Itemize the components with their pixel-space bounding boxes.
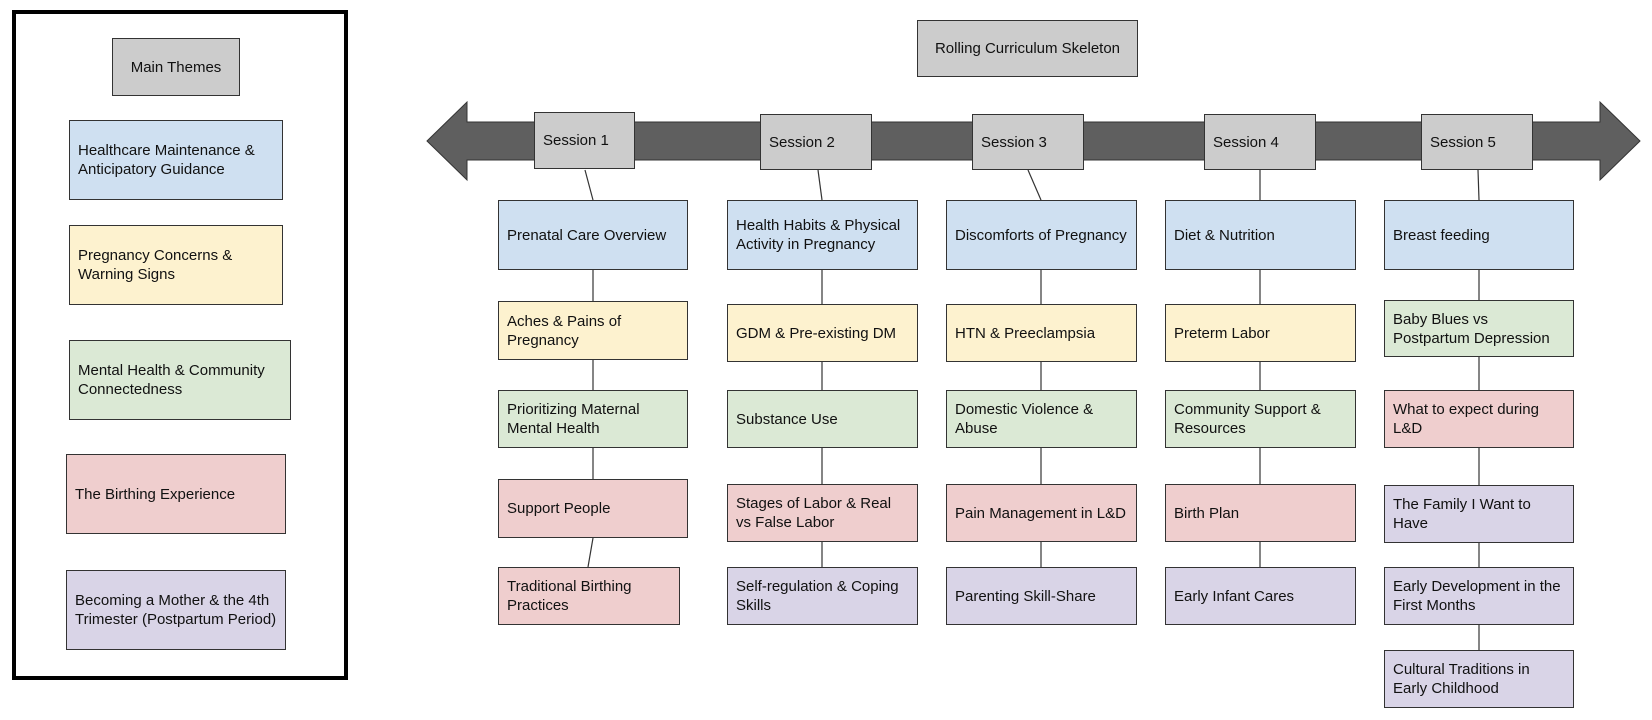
legend-theme-healthcare: Healthcare Maintenance & Anticipatory Gu…	[69, 120, 283, 200]
topic-support-people: Support People	[498, 479, 688, 538]
topic-diet-nutrition: Diet & Nutrition	[1165, 200, 1356, 270]
topic-cultural-traditions: Cultural Traditions in Early Childhood	[1384, 650, 1574, 708]
topic-pain-management: Pain Management in L&D	[946, 484, 1137, 542]
topic-birth-plan: Birth Plan	[1165, 484, 1356, 542]
session-2-header: Session 2	[760, 114, 872, 170]
topic-aches-pains: Aches & Pains of Pregnancy	[498, 301, 688, 360]
topic-early-development: Early Development in the First Months	[1384, 567, 1574, 625]
topic-prenatal-care-overview: Prenatal Care Overview	[498, 200, 688, 270]
topic-what-to-expect: What to expect during L&D	[1384, 390, 1574, 448]
topic-early-infant-cares: Early Infant Cares	[1165, 567, 1356, 625]
topic-gdm: GDM & Pre-existing DM	[727, 304, 918, 362]
topic-maternal-mental-health: Prioritizing Maternal Mental Health	[498, 390, 688, 448]
topic-discomforts: Discomforts of Pregnancy	[946, 200, 1137, 270]
topic-community-support: Community Support & Resources	[1165, 390, 1356, 448]
topic-htn: HTN & Preeclampsia	[946, 304, 1137, 362]
session-5-header: Session 5	[1421, 114, 1533, 170]
topic-breast-feeding: Breast feeding	[1384, 200, 1574, 270]
session-3-header: Session 3	[972, 114, 1084, 170]
diagram-title: Rolling Curriculum Skeleton	[917, 20, 1138, 77]
topic-domestic-violence: Domestic Violence & Abuse	[946, 390, 1137, 448]
legend-theme-birthing: The Birthing Experience	[66, 454, 286, 534]
legend-panel	[12, 10, 348, 680]
topic-self-regulation: Self-regulation & Coping Skills	[727, 567, 918, 625]
topic-health-habits: Health Habits & Physical Activity in Pre…	[727, 200, 918, 270]
legend-theme-mental-health: Mental Health & Community Connectedness	[69, 340, 291, 420]
topic-baby-blues: Baby Blues vs Postpartum Depression	[1384, 300, 1574, 357]
legend-theme-concerns: Pregnancy Concerns & Warning Signs	[69, 225, 283, 305]
topic-traditional-birthing: Traditional Birthing Practices	[498, 567, 680, 625]
legend-title: Main Themes	[112, 38, 240, 96]
session-4-header: Session 4	[1204, 114, 1316, 170]
connector-lines	[584, 169, 1480, 650]
session-1-header: Session 1	[534, 112, 635, 169]
topic-stages-of-labor: Stages of Labor & Real vs False Labor	[727, 484, 918, 542]
topic-substance-use: Substance Use	[727, 390, 918, 448]
topic-parenting-skill-share: Parenting Skill-Share	[946, 567, 1137, 625]
topic-family-i-want: The Family I Want to Have	[1384, 485, 1574, 543]
topic-preterm-labor: Preterm Labor	[1165, 304, 1356, 362]
legend-theme-motherhood: Becoming a Mother & the 4th Trimester (P…	[66, 570, 286, 650]
